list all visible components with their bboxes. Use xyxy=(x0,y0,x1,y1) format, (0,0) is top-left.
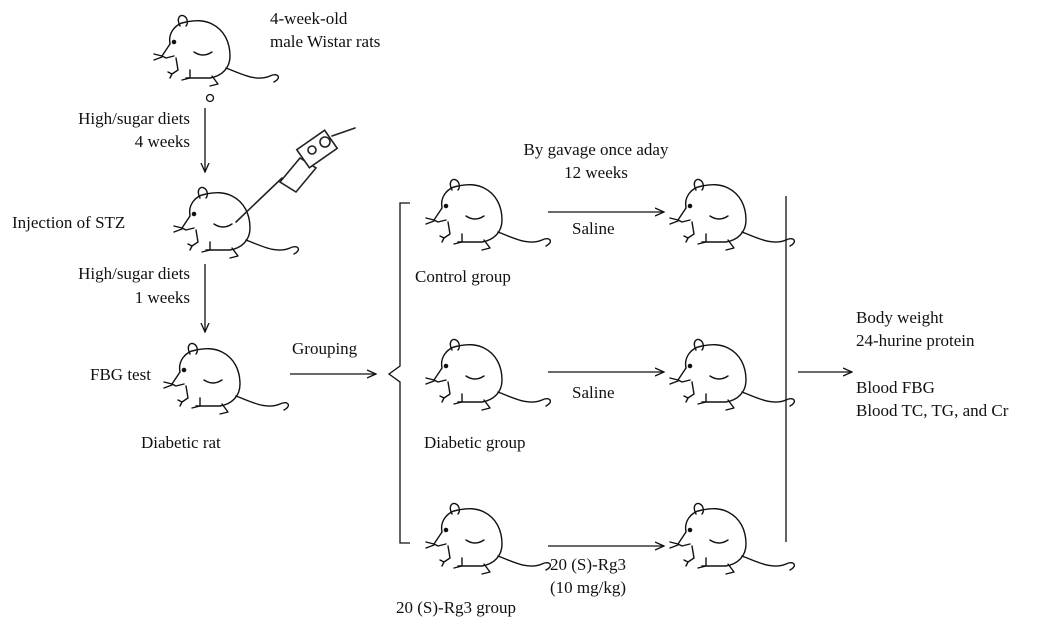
rat-icon xyxy=(425,178,552,251)
ear-tag-icon xyxy=(205,93,215,103)
outcome-urine-protein: 24-hurine protein xyxy=(856,331,975,350)
rg3-dose-line1: 20 (S)-Rg3 xyxy=(550,555,627,574)
diet1-line1: High/sugar diets xyxy=(78,109,190,128)
grouping-label: Grouping xyxy=(292,339,358,358)
diet2-line1: High/sugar diets xyxy=(78,264,190,283)
control-group-label: Control group xyxy=(415,267,511,286)
diet2-line2: 1 weeks xyxy=(134,288,190,307)
rat-icon xyxy=(669,502,796,575)
rat-icon xyxy=(425,502,552,575)
rat-icon xyxy=(153,14,280,87)
bracket-icon xyxy=(387,202,410,544)
saline-diabetic-label: Saline xyxy=(572,383,615,402)
saline-control-label: Saline xyxy=(572,219,615,238)
outcome-blood-fbg: Blood FBG xyxy=(856,378,935,397)
rat-icon xyxy=(425,338,552,411)
rat-icon xyxy=(163,342,290,415)
rg3-group-label: 20 (S)-Rg3 group xyxy=(396,598,516,617)
rat-icon xyxy=(669,178,796,251)
rat-origin-line1: 4-week-old xyxy=(270,9,348,28)
gavage-line1: By gavage once aday xyxy=(523,140,669,159)
rg3-dose-line2: (10 mg/kg) xyxy=(550,578,627,597)
rat-icon xyxy=(669,338,796,411)
syringe-icon xyxy=(235,127,356,223)
rat-origin-line2: male Wistar rats xyxy=(270,32,381,51)
outcome-body-weight: Body weight xyxy=(856,308,944,327)
diabetic-group-label: Diabetic group xyxy=(424,433,526,452)
gavage-line2: 12 weeks xyxy=(564,163,628,182)
outcome-blood-lipids: Blood TC, TG, and Cr xyxy=(856,401,1009,420)
injection-label: Injection of STZ xyxy=(12,213,126,232)
diabetic-rat-label: Diabetic rat xyxy=(141,433,221,452)
diet1-line2: 4 weeks xyxy=(134,132,190,151)
fbg-test-label: FBG test xyxy=(90,365,151,384)
